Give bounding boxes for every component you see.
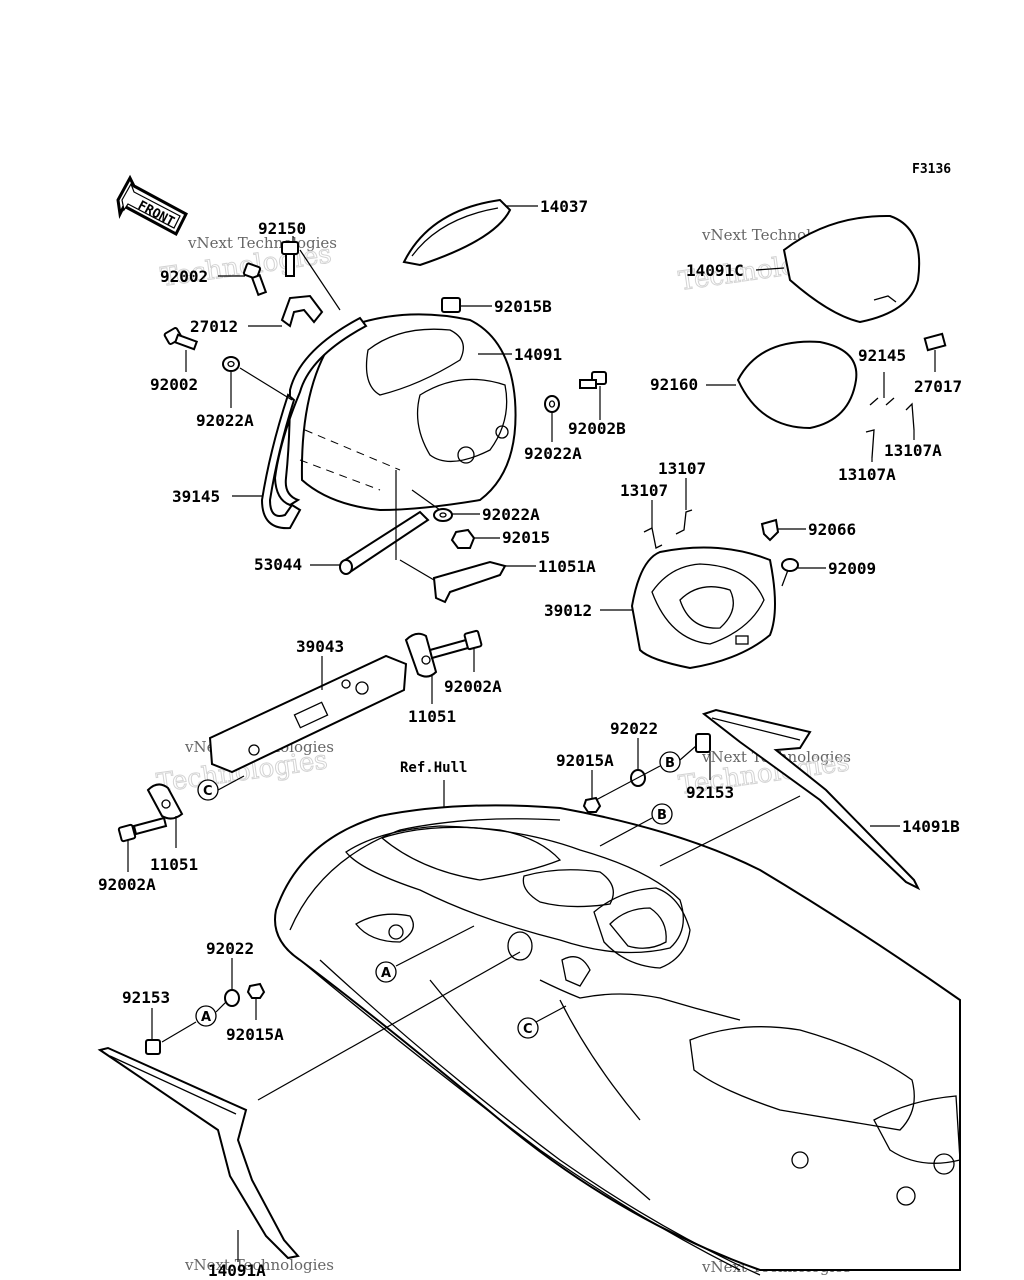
label-13107A-left: 13107A <box>838 465 896 484</box>
washer-92022A-left: 92022A <box>196 356 293 430</box>
hull <box>274 804 961 1276</box>
washer-92022-lower: 92022 <box>206 939 254 1007</box>
nut-92015B: 92015B <box>441 297 552 316</box>
pad-92160: 92160 <box>650 340 858 430</box>
label-13107-right: 13107 <box>658 459 706 478</box>
washer-92022-upper: 92022 <box>610 719 658 787</box>
plate-39043: 39043 <box>208 637 408 774</box>
svg-text:C: C <box>523 1022 533 1037</box>
callout-c-upper: C <box>197 775 245 801</box>
label-92002A-upper: 92002A <box>444 677 502 696</box>
label-92009: 92009 <box>828 559 876 578</box>
label-13107-left: 13107 <box>620 481 668 500</box>
bracket-27012: 27012 <box>190 294 324 336</box>
figure-code: F3136 <box>912 162 951 177</box>
label-39043: 39043 <box>296 637 344 656</box>
label-14091: 14091 <box>514 345 562 364</box>
label-27012: 27012 <box>190 317 238 336</box>
trim-39145: 39145 <box>172 316 368 530</box>
svg-text:A: A <box>201 1010 211 1025</box>
svg-text:vNext Technologies: vNext Technologies <box>184 1256 334 1274</box>
label-92153-lower: 92153 <box>122 988 170 1007</box>
clip-92145: 92145 <box>858 346 906 406</box>
nut-92015A-lower: 92015A <box>226 982 284 1044</box>
label-92150: 92150 <box>258 219 306 238</box>
label-92015A-upper: 92015A <box>556 751 614 770</box>
plate-11051-upper: 11051 <box>404 632 456 726</box>
label-92015: 92015 <box>502 528 550 547</box>
front-arrow-icon: FRONT <box>116 174 188 237</box>
label-92015A-lower: 92015A <box>226 1025 284 1044</box>
callout-a-hull: A <box>375 925 475 983</box>
nut-92015A-upper: 92015A <box>556 751 614 813</box>
svg-text:vNext Technologies: vNext Technologies <box>187 234 337 252</box>
label-11051A: 11051A <box>538 557 596 576</box>
svg-text:A: A <box>381 966 391 981</box>
label-27017: 27017 <box>914 377 962 396</box>
callout-a-lower: A <box>161 951 521 1101</box>
label-92002-top: 92002 <box>160 267 208 286</box>
label-92022-upper: 92022 <box>610 719 658 738</box>
label-92066: 92066 <box>808 520 856 539</box>
callout-c-hull: C <box>517 1005 567 1039</box>
label-11051-lower: 11051 <box>150 855 198 874</box>
bolt-92002A-upper: 92002A <box>428 629 502 696</box>
cover-14091C: 14091C <box>686 214 921 324</box>
plate-11051-lower: 11051 <box>146 783 198 874</box>
panel-14091B: 14091B <box>701 708 960 891</box>
callout-b-upper: B <box>595 745 697 801</box>
label-53044: 53044 <box>254 555 302 574</box>
label-92002-left: 92002 <box>150 375 198 394</box>
spring-13107: 13107 13107 <box>620 459 706 549</box>
label-13107A-right: 13107A <box>884 441 942 460</box>
bolt-92150: 92150 <box>258 219 341 311</box>
label-92002B: 92002B <box>568 419 626 438</box>
label-92015B: 92015B <box>494 297 552 316</box>
svg-text:C: C <box>203 784 213 799</box>
grommet-92066: 92066 <box>760 518 856 542</box>
bolt-92002-top: 92002 <box>160 262 268 297</box>
label-14091A: 14091A <box>208 1261 266 1280</box>
screw-92009: 92009 <box>781 558 876 587</box>
label-11051-upper: 11051 <box>408 707 456 726</box>
label-92002A-lower: 92002A <box>98 875 156 894</box>
label-92022A-left: 92022A <box>196 411 254 430</box>
nut-92015: 92015 <box>450 528 550 549</box>
tray-39012: 39012 <box>544 546 776 670</box>
label-92153-upper: 92153 <box>686 783 734 802</box>
rod-53044: 53044 <box>254 510 430 575</box>
callout-b-hull: B <box>599 795 801 867</box>
clip-92153-lower: 92153 <box>122 988 170 1055</box>
label-27017-part: 27017 <box>914 332 962 396</box>
label-92022-lower: 92022 <box>206 939 254 958</box>
cowl-14091: 14091 <box>299 313 562 512</box>
bracket-11051A: 11051A <box>395 470 596 604</box>
label-14037: 14037 <box>540 197 588 216</box>
label-92160: 92160 <box>650 375 698 394</box>
bolt-92002B: 92002B <box>568 371 626 438</box>
visor-14037: 14037 <box>402 197 588 267</box>
label-14091B: 14091B <box>902 817 960 836</box>
label-39145: 39145 <box>172 487 220 506</box>
spring-13107A: 13107A 13107A <box>838 402 942 484</box>
ref-hull: Ref.Hull <box>400 760 467 776</box>
label-92022A-lower: 92022A <box>482 505 540 524</box>
bolt-92002-left: 92002 <box>150 327 198 394</box>
label-39012: 39012 <box>544 601 592 620</box>
panel-14091A: 14091A <box>97 1046 300 1280</box>
clip-92153-upper: 92153 <box>686 733 734 802</box>
washer-92022A-right: 92022A <box>524 395 582 463</box>
label-92145: 92145 <box>858 346 906 365</box>
bolt-92002A-lower: 92002A <box>98 816 168 894</box>
washer-92022A-lower: 92022A <box>411 489 540 524</box>
label-92022A-right: 92022A <box>524 444 582 463</box>
label-14091C: 14091C <box>686 261 744 280</box>
svg-text:B: B <box>657 808 667 823</box>
svg-text:B: B <box>665 756 675 771</box>
